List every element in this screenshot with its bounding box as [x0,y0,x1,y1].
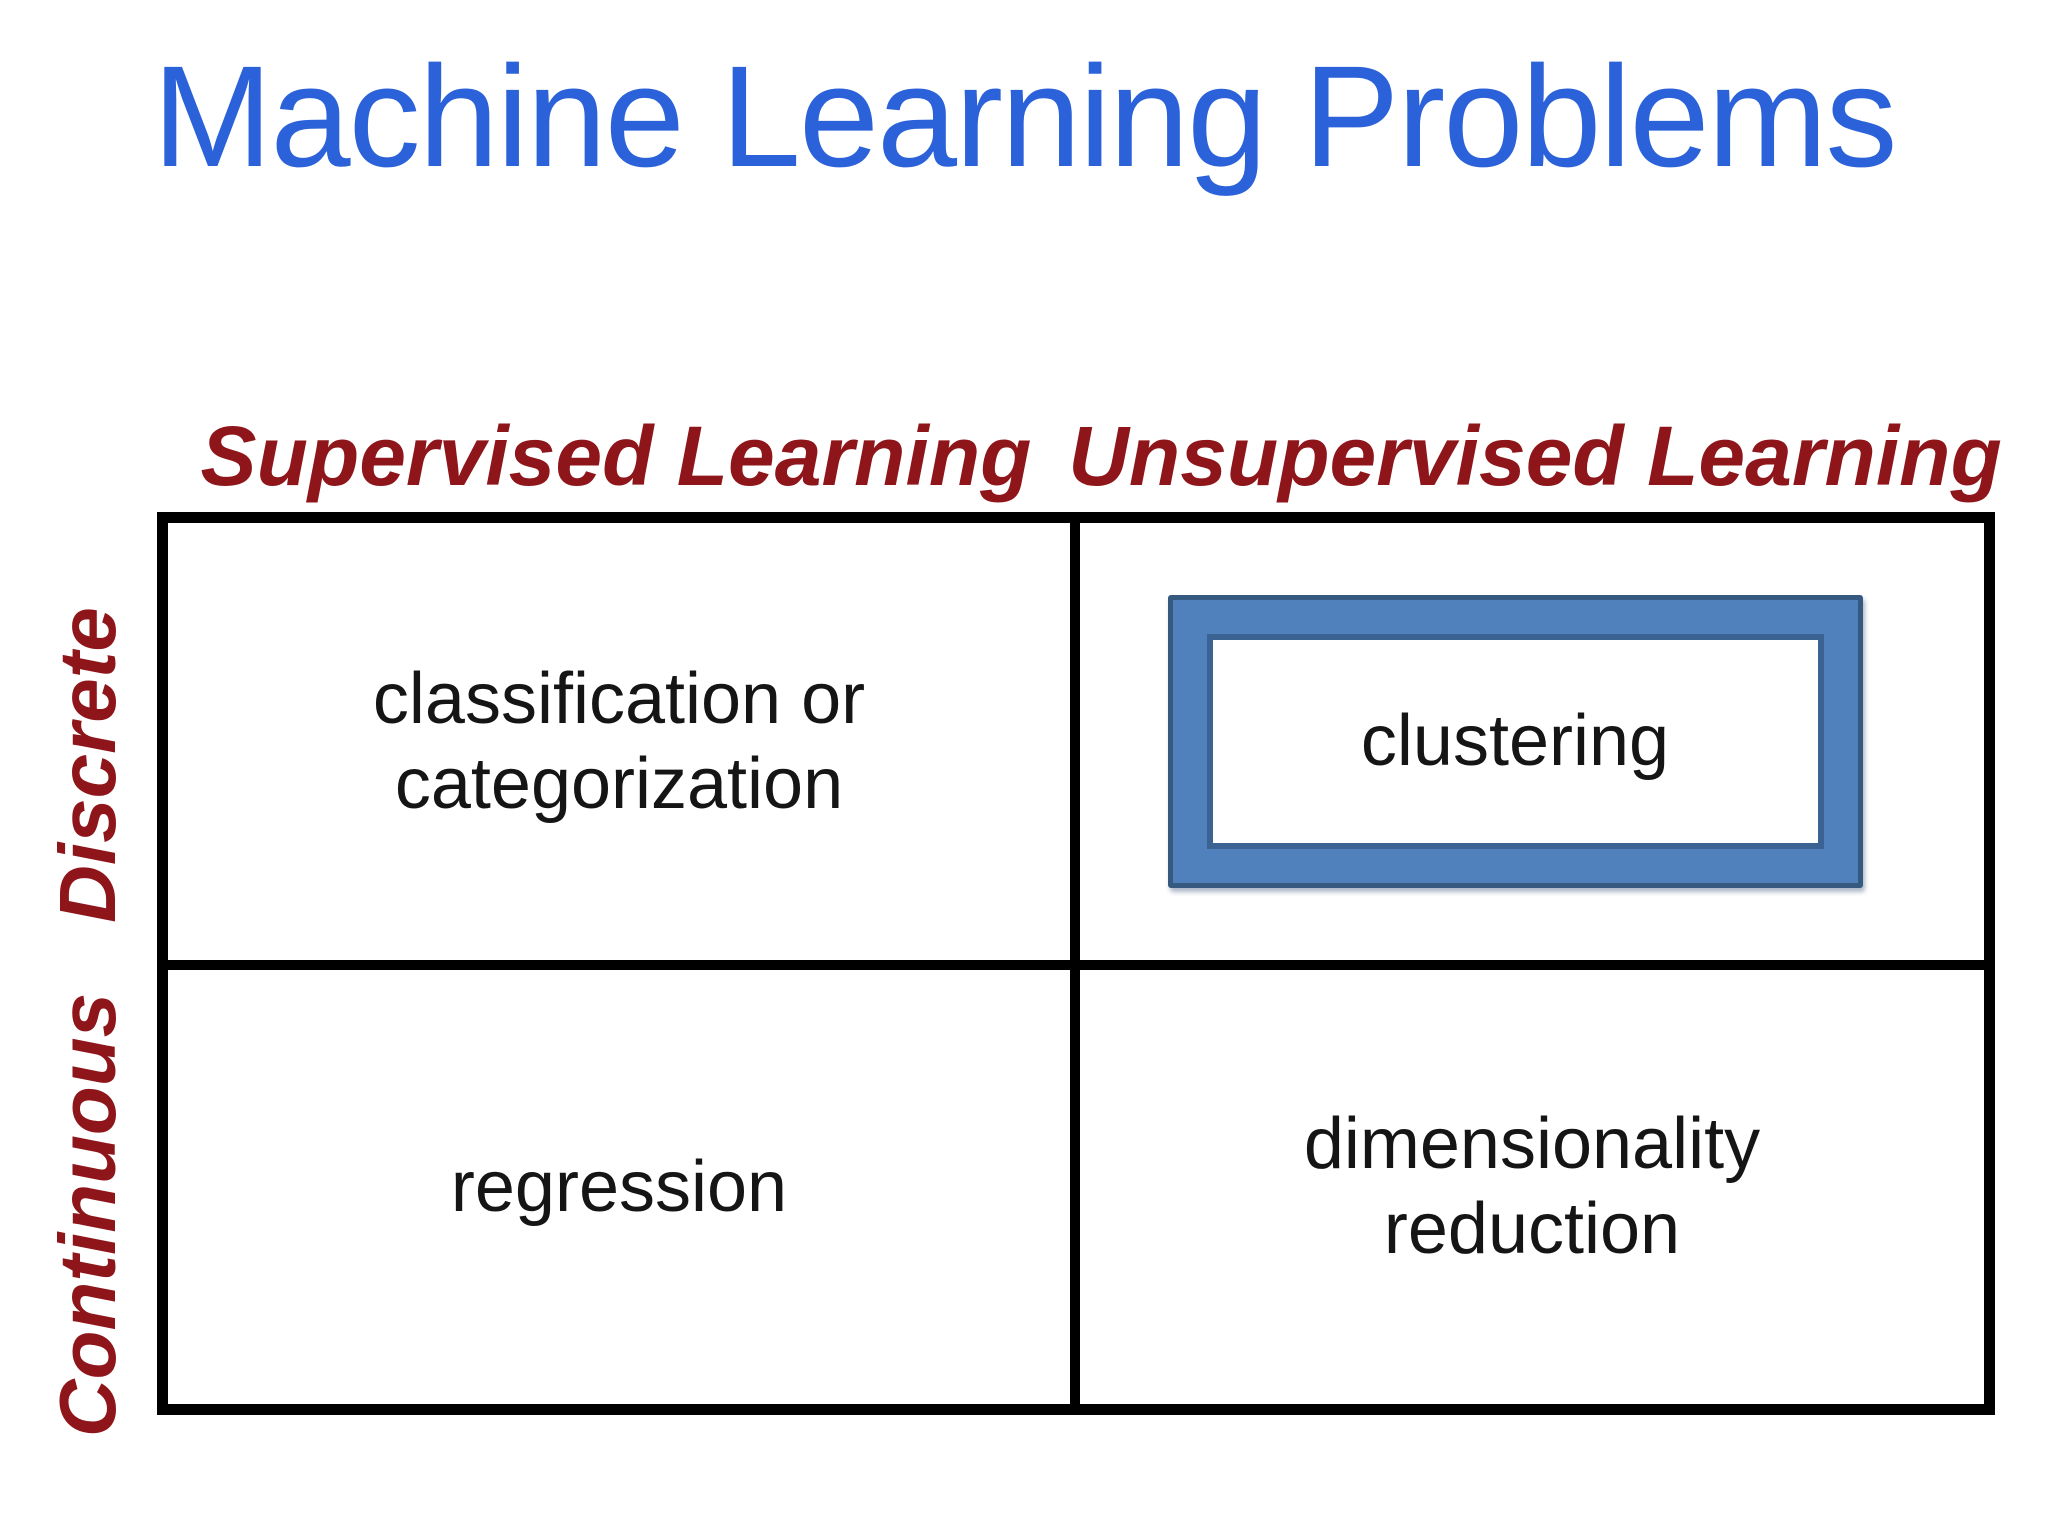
page-title: Machine Learning Problems [152,36,1898,197]
column-header-supervised-learning: Supervised Learning [200,409,1032,503]
row-header-continuous: Continuous [43,992,132,1438]
highlight-box-label: clustering [1206,634,1824,849]
matrix-table: classification or categorization cluster… [157,512,1995,1415]
cell-continuous-unsupervised: dimensionality reduction [1080,970,1984,1404]
highlight-box: clustering [1167,595,1863,888]
cell-discrete-unsupervised: clustering [1080,523,1984,960]
cell-discrete-supervised: classification or categorization [168,523,1070,960]
column-header-unsupervised-learning: Unsupervised Learning [1068,409,2002,503]
cell-continuous-supervised: regression [168,970,1070,1404]
